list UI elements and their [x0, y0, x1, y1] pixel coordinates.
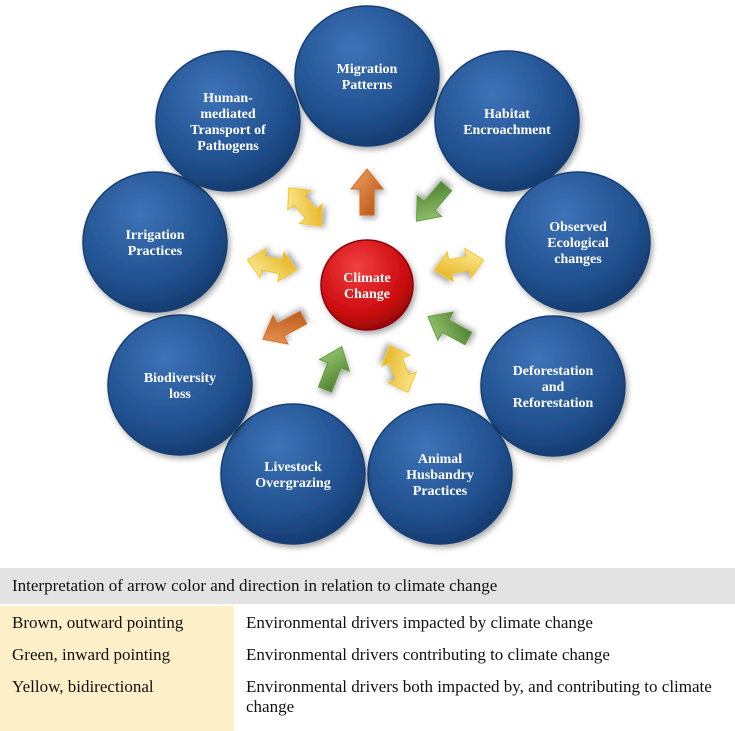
- node-circle: [434, 50, 580, 192]
- node-circle: [294, 5, 440, 147]
- legend-table: Interpretation of arrow color and direct…: [0, 566, 735, 731]
- legend-key: Green, inward pointing: [0, 638, 234, 670]
- legend-key: Brown, outward pointing: [0, 606, 234, 638]
- arrow-green-inward-habitat-encroachment: [415, 181, 453, 222]
- node-label-line: mediated: [200, 107, 255, 122]
- legend-key: Yellow, bidirectional: [0, 670, 234, 731]
- node-label-line: Observed: [549, 220, 607, 235]
- arrow-yellow-bidirectional-irrigation-practices: [246, 247, 298, 283]
- arrow-green-inward-livestock-overgrazing: [317, 345, 351, 393]
- node-label-line: and: [542, 380, 565, 395]
- node-label-line: Irrigation: [125, 228, 184, 243]
- node-label-line: Animal: [418, 452, 462, 467]
- node-label-line: Transport of: [190, 123, 266, 138]
- legend-meaning: Environmental drivers contributing to cl…: [246, 645, 610, 664]
- arrow-green-inward-deforestation-and-reforestation: [427, 311, 473, 346]
- node-label-line: Overgrazing: [255, 476, 330, 491]
- legend-meaning: Environmental drivers impacted by climat…: [246, 613, 593, 632]
- node-label-line: Deforestation: [513, 364, 594, 379]
- node-label-line: Human-: [203, 91, 253, 106]
- node-circle: [367, 403, 513, 545]
- node-label-line: changes: [554, 252, 602, 267]
- node-label-line: Pathogens: [197, 139, 259, 154]
- node-label-line: Patterns: [342, 78, 393, 93]
- node-label-line: Practices: [128, 244, 183, 259]
- node-circle: [107, 314, 253, 456]
- node-label-line: Migration: [337, 62, 398, 77]
- center-circle: [320, 239, 414, 331]
- node-label-line: Reforestation: [513, 396, 594, 411]
- arrow-yellow-bidirectional-observed-ecological-changes: [433, 247, 485, 283]
- center-label-line: Change: [344, 287, 390, 302]
- node-label-line: Husbandry: [406, 468, 474, 483]
- node-circle: [220, 403, 366, 545]
- node-label-line: Encroachment: [463, 123, 551, 138]
- legend-title: Interpretation of arrow color and direct…: [12, 576, 498, 595]
- legend-row-yellow: Yellow, bidirectional Environmental driv…: [0, 670, 735, 731]
- node-label-line: Livestock: [264, 460, 322, 475]
- arrow-brown-outward-biodiversity-loss: [262, 310, 308, 345]
- node-circle: [480, 315, 626, 457]
- node-label-line: Habitat: [484, 107, 530, 122]
- node-label-line: Biodiversity: [144, 371, 216, 386]
- legend-meaning: Environmental drivers both impacted by, …: [246, 677, 712, 716]
- node-circle: [82, 171, 228, 313]
- arrow-yellow-bidirectional-animal-husbandry-practices: [380, 344, 418, 394]
- legend-row-green: Green, inward pointing Environmental dri…: [0, 638, 735, 670]
- node-label-line: loss: [169, 387, 191, 402]
- center-label-line: Climate: [343, 271, 390, 286]
- node-label-line: Practices: [413, 484, 468, 499]
- arrow-yellow-bidirectional-human-mediated-transport-of-pathogens: [287, 187, 323, 227]
- arrow-brown-outward-migration-patterns: [349, 168, 385, 216]
- legend-title-row: Interpretation of arrow color and direct…: [0, 568, 735, 604]
- node-circle: [155, 50, 301, 192]
- legend-row-brown: Brown, outward pointing Environmental dr…: [0, 606, 735, 638]
- node-circle: [505, 171, 651, 313]
- node-label-line: Ecological: [547, 236, 609, 251]
